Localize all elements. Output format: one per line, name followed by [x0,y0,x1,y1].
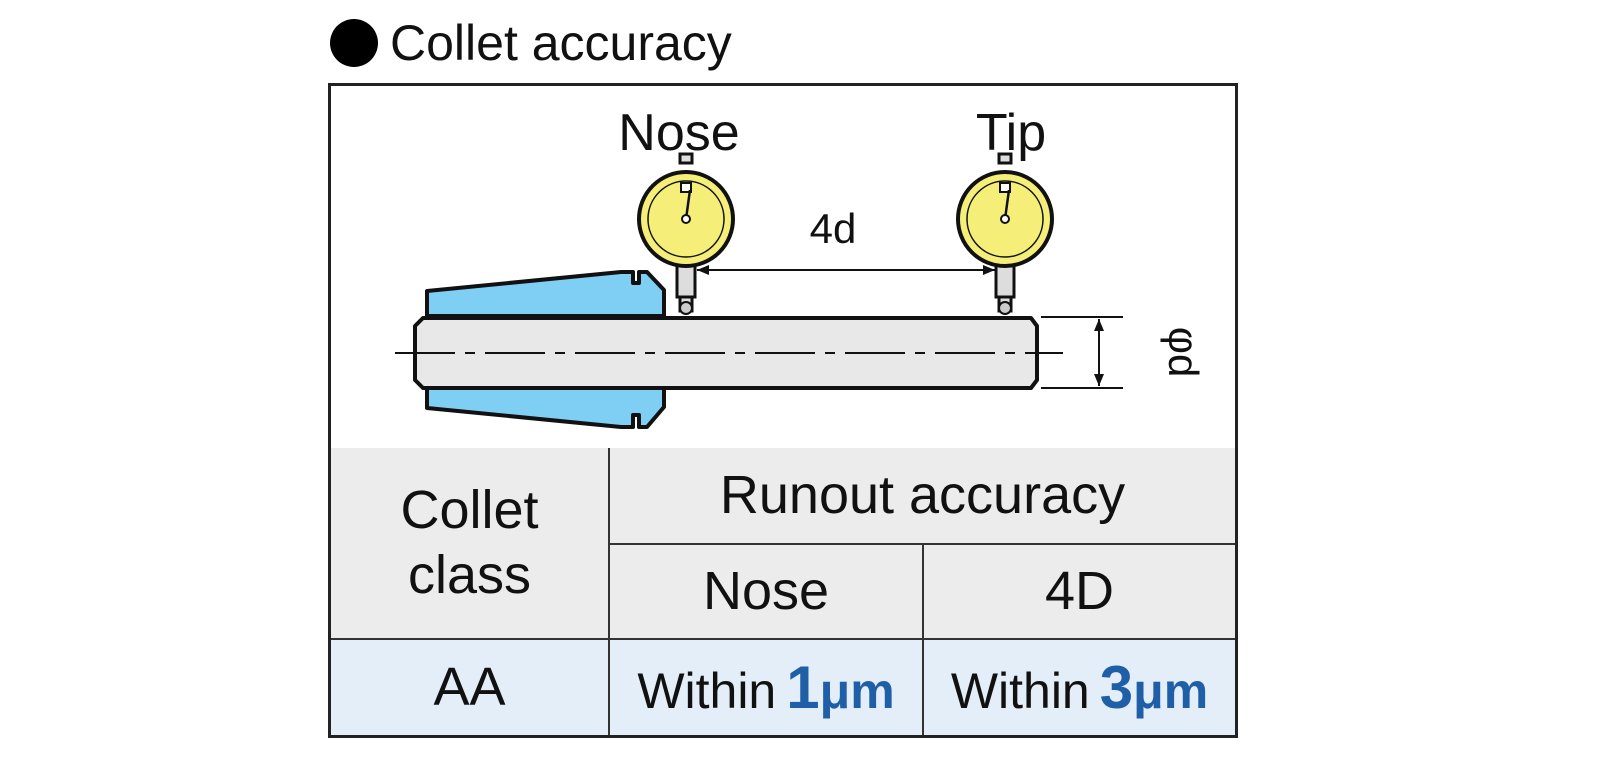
gauge-right-label: Tip [976,104,1046,162]
accuracy-table: Collet class Runout accuracy Nose 4D AA … [331,448,1235,735]
dial-gauge-left-icon [637,170,735,268]
nose-runout-number: 1 [786,653,820,721]
nose-within-text: Within [637,662,777,719]
distance-label: 4d [810,205,857,252]
test-bar [413,316,1039,390]
collet-class-header: Collet class [331,448,610,640]
runout-accuracy-header: Runout accuracy [608,448,1235,545]
distance-dimension [697,265,995,275]
figure-box: Nose Tip 4d φd Collet class Runout accur… [328,83,1238,738]
4d-runout-number: 3 [1099,653,1134,721]
runout-diagram: Nose Tip 4d φd [395,104,1207,429]
probe-tip-left [679,301,693,315]
4d-runout-unit: μm [1133,662,1209,719]
collet-body [425,270,666,318]
heading-text: Collet accuracy [390,15,732,71]
nose-runout-unit: μm [819,662,895,719]
gauge-left-label: Nose [618,104,739,162]
probe-tip-right [998,301,1012,315]
bullet-dot-icon [330,19,378,67]
nose-subheader: Nose [609,543,924,640]
collet-class-value: AA [331,638,610,735]
diameter-label: φd [1160,327,1207,378]
section-heading: Collet accuracy [330,8,732,78]
diameter-dimension [1041,316,1123,389]
collet-body-lower [425,382,666,429]
4d-subheader: 4D [922,543,1235,640]
collet-class-header-text: Collet class [400,480,539,605]
dial-gauge-right-icon [956,170,1054,268]
4d-within-text: Within [950,662,1090,719]
